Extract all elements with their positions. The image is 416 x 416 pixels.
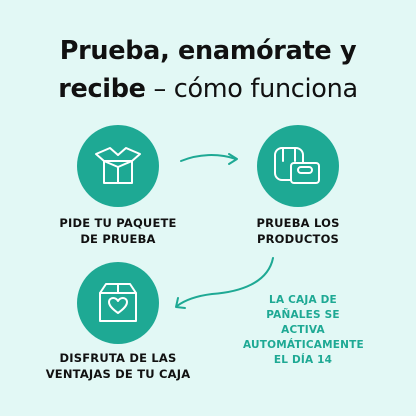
- page-title: Prueba, enamórate y recibe – cómo funcio…: [0, 32, 416, 108]
- step-3-label-line-2: VENTAJAS DE TU CAJA: [45, 367, 191, 381]
- step-1-circle: [77, 125, 159, 207]
- title-line-2: recibe – cómo funciona: [0, 70, 416, 108]
- title-line-2-rest: – cómo funciona: [145, 74, 358, 104]
- step-3-circle: [77, 262, 159, 344]
- step-2-circle: [257, 125, 339, 207]
- arrow-right-icon: [180, 154, 237, 162]
- heart-box-icon: [99, 283, 137, 322]
- step-2-label-line-1: PRUEBA LOS: [256, 216, 340, 230]
- step-2-label-line-2: PRODUCTOS: [256, 232, 340, 246]
- title-line-2-bold: recibe: [58, 74, 146, 104]
- step-2-label: PRUEBA LOS PRODUCTOS: [198, 215, 398, 247]
- step-3-label: DISFRUTA DE LAS VENTAJAS DE TU CAJA: [18, 350, 218, 382]
- title-line-1: Prueba, enamórate y: [59, 36, 357, 66]
- arrow-curved-icon: [176, 257, 274, 307]
- activation-note-line-1: LA CAJA DE: [269, 294, 337, 306]
- arrow-right-head: [228, 153, 238, 165]
- activation-note-line-3: AUTOMÁTICAMENTE: [243, 339, 364, 351]
- arrow-curved-head: [175, 297, 186, 309]
- step-1-label: PIDE TU PAQUETE DE PRUEBA: [18, 215, 218, 247]
- step-3-label-line-1: DISFRUTA DE LAS: [59, 351, 177, 365]
- activation-note-line-2: PAÑALES SE ACTIVA: [266, 309, 340, 336]
- activation-note-line-4: EL DÍA 14: [273, 354, 333, 366]
- open-box-icon: [95, 147, 141, 184]
- diaper-wipes-icon: [274, 147, 320, 184]
- step-1-label-line-2: DE PRUEBA: [80, 232, 156, 246]
- step-1-label-line-1: PIDE TU PAQUETE: [59, 216, 177, 230]
- activation-note: LA CAJA DE PAÑALES SE ACTIVA AUTOMÁTICAM…: [243, 293, 364, 368]
